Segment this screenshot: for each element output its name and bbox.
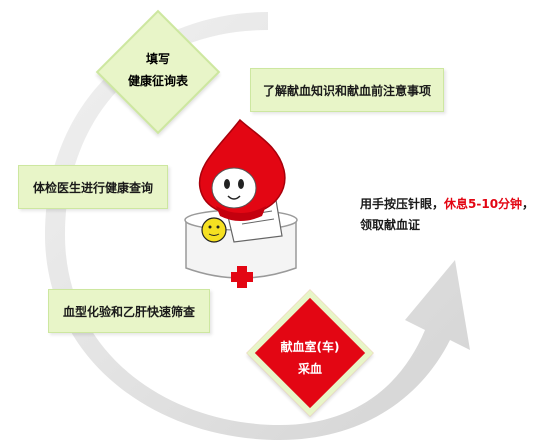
- step-test-box: 血型化验和乙肝快速筛查: [48, 289, 210, 333]
- step-learn-label: 了解献血知识和献血前注意事项: [262, 83, 431, 98]
- step-consult-box: 体检医生进行健康查询: [18, 165, 168, 209]
- step-collect-label: 献血室(车) 采血: [266, 336, 354, 380]
- step-collect-line2: 采血: [297, 362, 322, 376]
- step-fill-form-label: 填写 健康征询表: [110, 48, 206, 92]
- yellow-flower-icon: [201, 217, 227, 243]
- step-fill-form-line2: 健康征询表: [127, 74, 188, 88]
- mascot-eye-right: [238, 179, 244, 189]
- step-consult-label: 体检医生进行健康查询: [32, 180, 153, 195]
- note-line2: 领取献血证: [360, 218, 421, 232]
- step-fill-form-line1: 填写: [145, 52, 170, 66]
- step-collect-line1: 献血室(车): [280, 340, 340, 354]
- note-part2: ，: [522, 197, 535, 211]
- after-donation-note: 用手按压针眼，休息5-10分钟， 领取献血证: [360, 194, 540, 236]
- blood-drop-mascot: [184, 118, 298, 288]
- red-cross-icon: [231, 266, 253, 288]
- note-line1: 用手按压针眼，休息5-10分钟，: [360, 194, 540, 215]
- step-test-label: 血型化验和乙肝快速筛查: [62, 304, 195, 319]
- step-learn-box: 了解献血知识和献血前注意事项: [250, 68, 444, 112]
- mascot-collar: [216, 206, 266, 221]
- note-part1: 用手按压针眼，: [360, 197, 445, 211]
- mascot-eye-left: [224, 179, 230, 189]
- note-highlight: 休息5-10分钟: [444, 197, 523, 211]
- mascot-mouth: [227, 195, 241, 200]
- mascot-face: [211, 167, 257, 209]
